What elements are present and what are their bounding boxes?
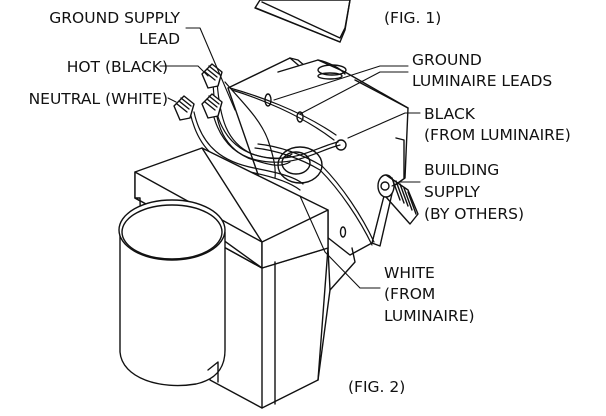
fig2-label: (FIG. 2) <box>348 378 406 396</box>
building-supply-label-2: SUPPLY <box>424 183 480 201</box>
supply-conduit <box>377 174 419 225</box>
fig1-label: (FIG. 1) <box>384 9 442 27</box>
plate-screws <box>264 93 347 238</box>
ground-supply-label-2: LEAD <box>139 30 180 48</box>
black-label-2: (FROM LUMINAIRE) <box>424 126 571 144</box>
building-supply-label-3: (BY OTHERS) <box>424 205 525 223</box>
fig1-fragment <box>254 0 351 43</box>
ground-luminaire-label-2: LUMINAIRE LEADS <box>412 72 553 90</box>
ground-luminaire-label-1: GROUND <box>412 51 482 69</box>
white-label-3: LUMINAIRE) <box>384 307 475 325</box>
leader-lines <box>159 27 421 289</box>
wire-nuts <box>173 63 223 121</box>
white-label-2: (FROM <box>384 285 436 303</box>
lamp-cylinder <box>118 199 226 387</box>
building-supply-label-1: BUILDING <box>424 161 500 179</box>
junction-box <box>277 59 409 244</box>
knockout <box>277 146 323 184</box>
ground-supply-label-1: GROUND SUPPLY <box>49 9 180 27</box>
white-label-1: WHITE <box>384 264 435 282</box>
neutral-label: NEUTRAL (WHITE) <box>28 90 168 108</box>
black-label-1: BLACK <box>424 105 475 123</box>
wires <box>189 81 375 246</box>
hot-label: HOT (BLACK) <box>66 58 168 76</box>
